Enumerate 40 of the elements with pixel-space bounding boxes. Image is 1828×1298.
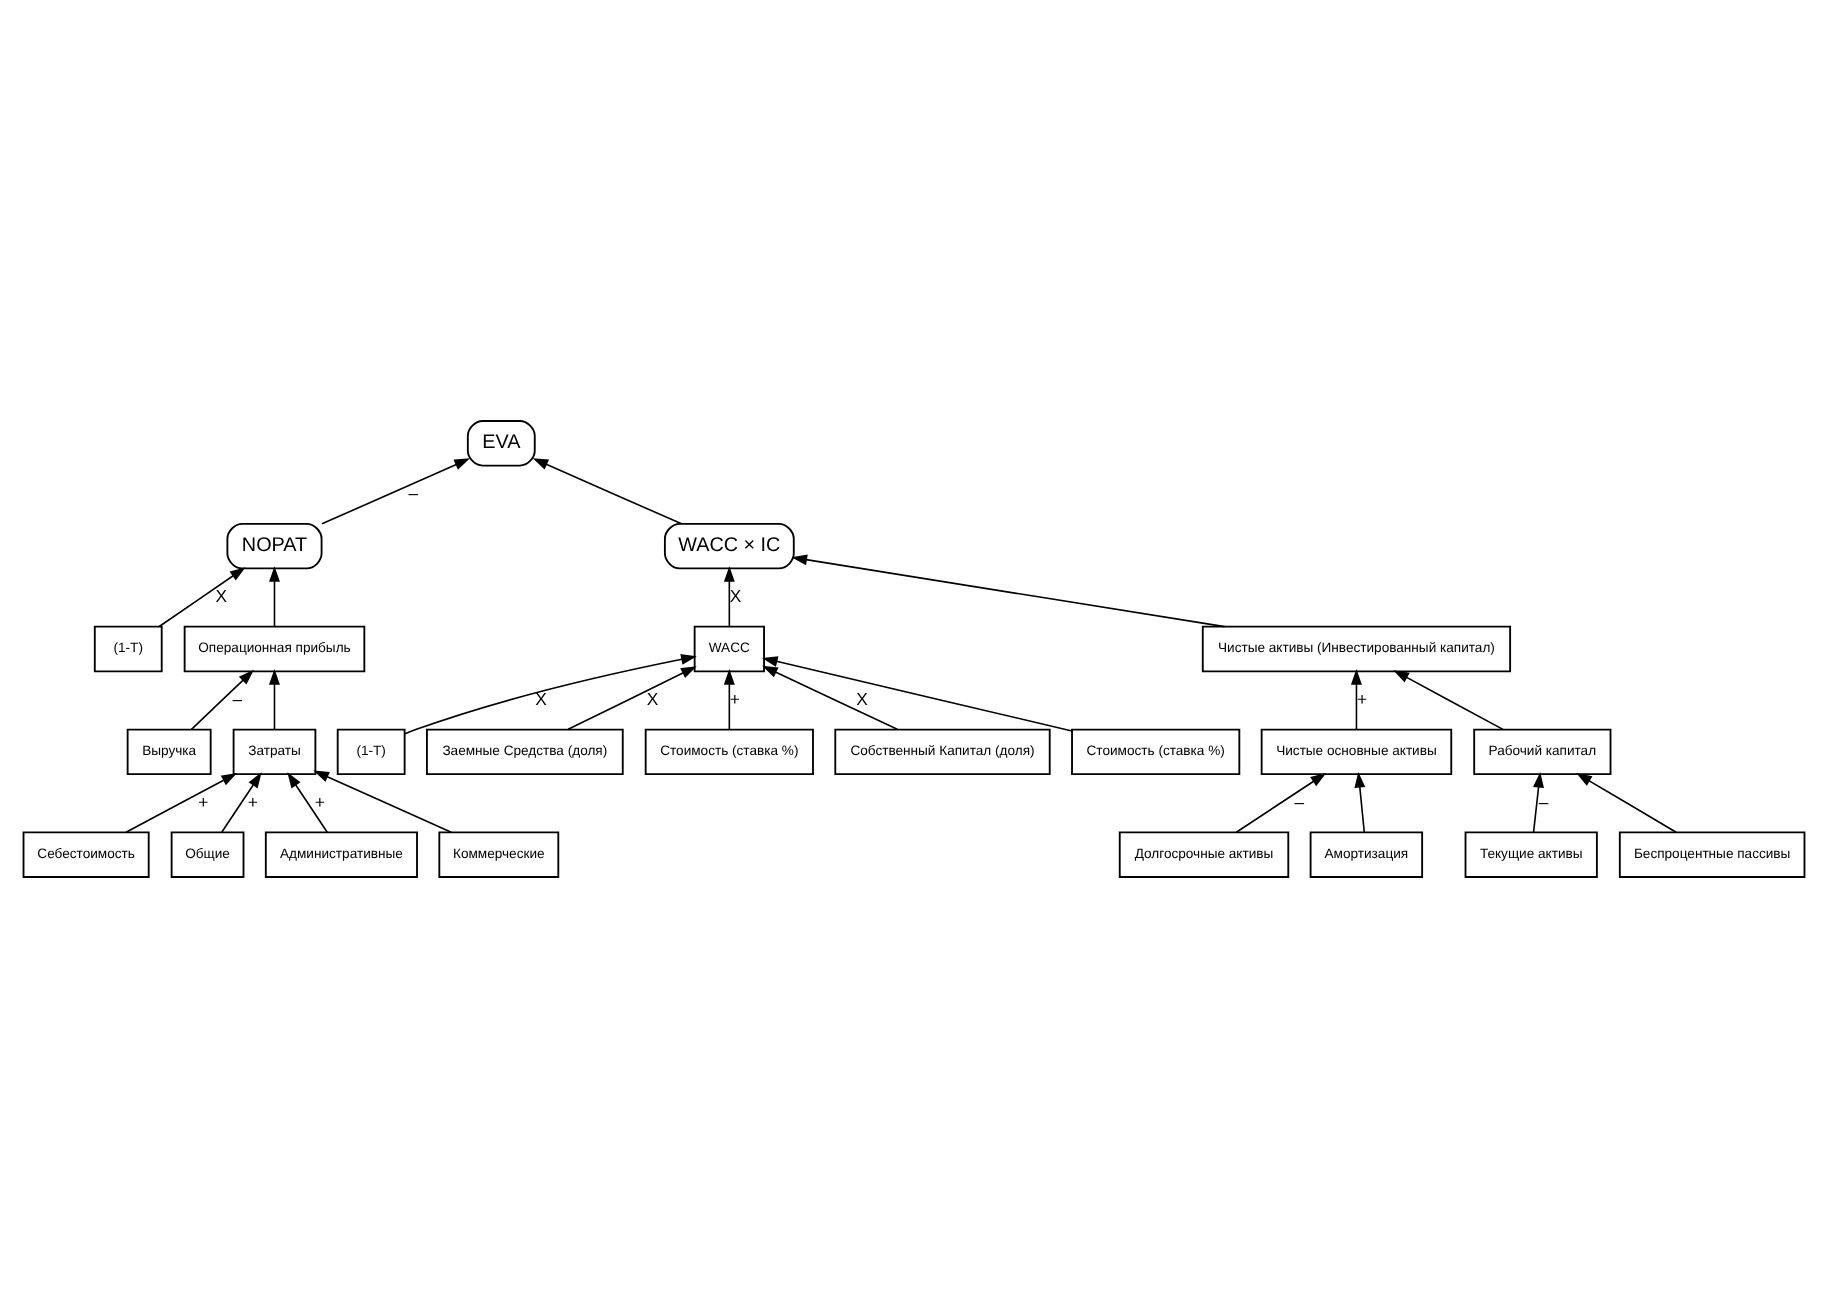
- arrow: [220, 772, 262, 833]
- arrow: [1235, 773, 1327, 833]
- arrow: [1532, 771, 1544, 833]
- edge-label: –: [1294, 791, 1305, 812]
- edge-label: –: [1538, 791, 1549, 812]
- arrow: [269, 566, 280, 628]
- edge-label: X: [215, 586, 227, 607]
- arrow: [791, 554, 1226, 628]
- edge-label: X: [729, 586, 742, 607]
- node-box: WACC × IC: [663, 522, 795, 570]
- arrow: [190, 669, 254, 731]
- edge-label: +: [198, 791, 209, 812]
- arrow: [1576, 773, 1677, 833]
- arrow: [125, 773, 238, 833]
- edge-label: +: [247, 791, 258, 812]
- arrow: [762, 665, 899, 731]
- edge-label: X: [856, 689, 868, 710]
- arrow: [762, 656, 1073, 732]
- edge-label: X: [535, 689, 547, 710]
- arrow: [1393, 670, 1504, 731]
- arrow: [567, 666, 697, 731]
- arrow: [321, 458, 470, 525]
- node-box: NOPAT: [226, 522, 323, 570]
- arrow: [723, 669, 735, 731]
- edge-label: +: [1356, 689, 1368, 710]
- arrow: [1350, 669, 1362, 731]
- arrow: [287, 772, 329, 833]
- arrow: [723, 566, 735, 628]
- arrow: [313, 770, 453, 833]
- edge-label: +: [729, 689, 740, 710]
- edge-label: –: [408, 483, 419, 504]
- arrow: [404, 654, 697, 735]
- arrow: [158, 567, 246, 628]
- arrow: [532, 458, 682, 525]
- edge-label: –: [232, 689, 243, 710]
- edge-label: +: [314, 791, 325, 812]
- node-box: EVA: [466, 420, 536, 467]
- arrow: [1354, 771, 1366, 833]
- arrow: [269, 669, 280, 731]
- edge-label: X: [646, 689, 659, 710]
